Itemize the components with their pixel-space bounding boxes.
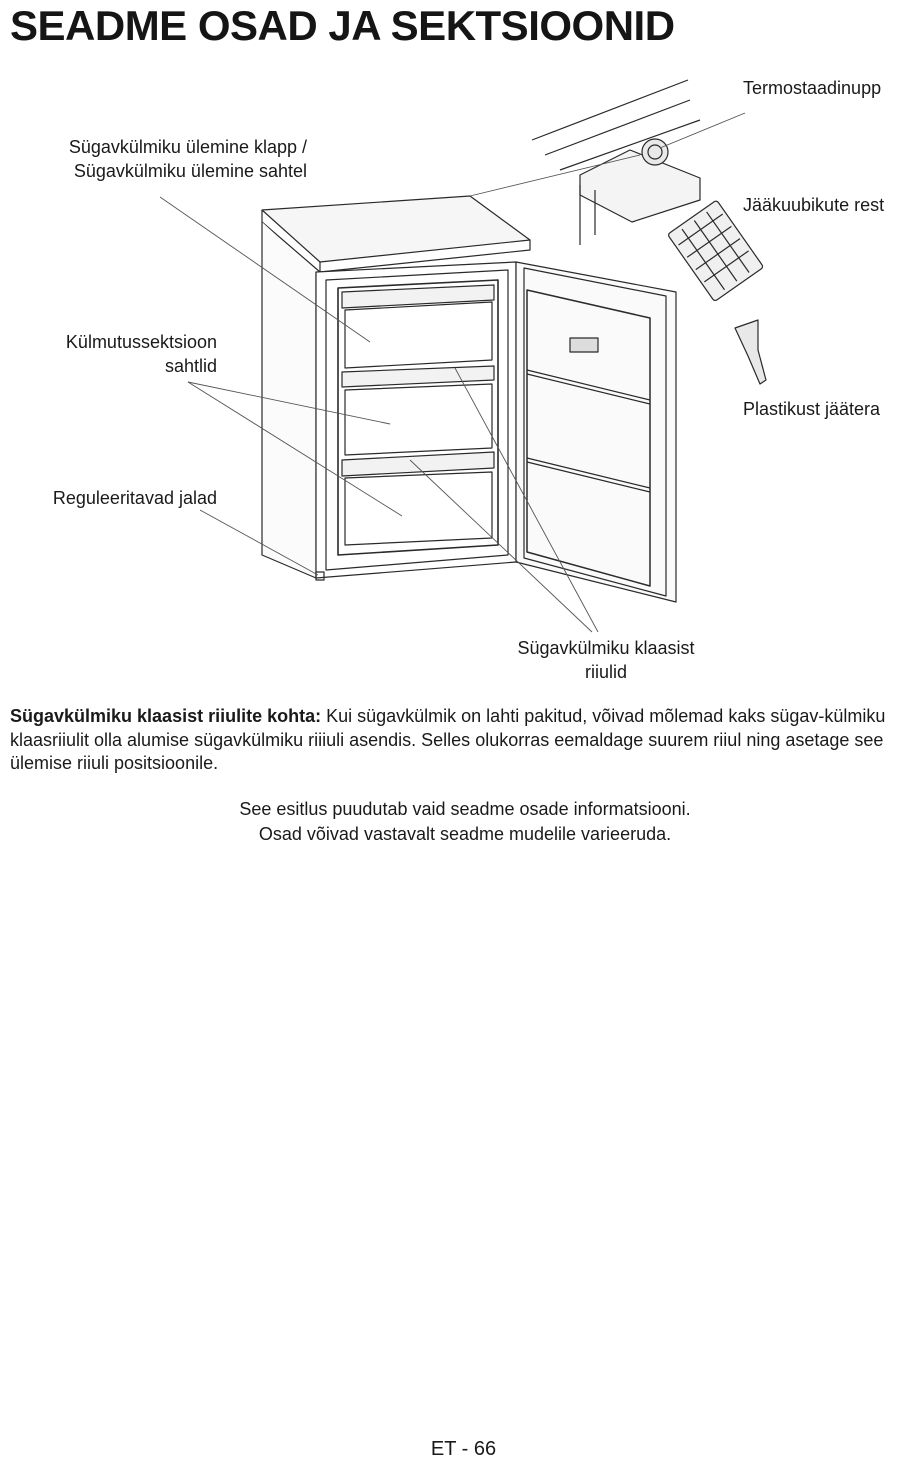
label-ice-scraper: Plastikust jäätera bbox=[743, 397, 880, 421]
cabinet-top bbox=[262, 196, 530, 262]
label-adjustable-feet: Reguleeritavad jalad bbox=[53, 486, 217, 510]
disclaimer: See esitlus puudutab vaid seadme osade i… bbox=[0, 797, 907, 847]
label-shelves-line2: riiulid bbox=[496, 660, 716, 684]
thermostat-knob-icon bbox=[642, 139, 668, 165]
cabinet-side bbox=[262, 222, 316, 578]
label-thermostat: Termostaadinupp bbox=[743, 76, 881, 100]
label-top-flap: Sügavkülmiku ülemine klapp / Sügavkülmik… bbox=[69, 135, 307, 183]
label-top-flap-line1: Sügavkülmiku ülemine klapp / bbox=[69, 135, 307, 159]
label-top-flap-line2: Sügavkülmiku ülemine sahtel bbox=[69, 159, 307, 183]
ice-scraper-icon bbox=[735, 320, 766, 384]
note-lead: Sügavkülmiku klaasist riiulite kohta: bbox=[10, 706, 321, 726]
page-number: ET - 66 bbox=[0, 1438, 907, 1461]
appliance-parts-diagram: Termostaadinupp Sügavkülmiku ülemine kla… bbox=[0, 60, 907, 700]
disclaimer-line1: See esitlus puudutab vaid seadme osade i… bbox=[0, 797, 907, 822]
label-ice-tray: Jääkuubikute rest bbox=[743, 193, 884, 217]
glass-shelf-note: Sügavkülmiku klaasist riiulite kohta: Ku… bbox=[10, 705, 900, 776]
label-shelves-line1: Sügavkülmiku klaasist bbox=[496, 636, 716, 660]
label-freezer-drawers: Külmutussektsioon sahtlid bbox=[66, 330, 217, 378]
label-drawers-line2: sahtlid bbox=[66, 354, 217, 378]
label-drawers-line1: Külmutussektsioon bbox=[66, 330, 217, 354]
thermostat-inset bbox=[532, 80, 700, 245]
door-badge bbox=[570, 338, 598, 352]
page-title: SEADME OSAD JA SEKTSIOONID bbox=[10, 2, 675, 50]
disclaimer-line2: Osad võivad vastavalt seadme mudelile va… bbox=[0, 822, 907, 847]
freezer-door bbox=[516, 262, 676, 602]
label-glass-shelves: Sügavkülmiku klaasist riiulid bbox=[496, 636, 716, 684]
